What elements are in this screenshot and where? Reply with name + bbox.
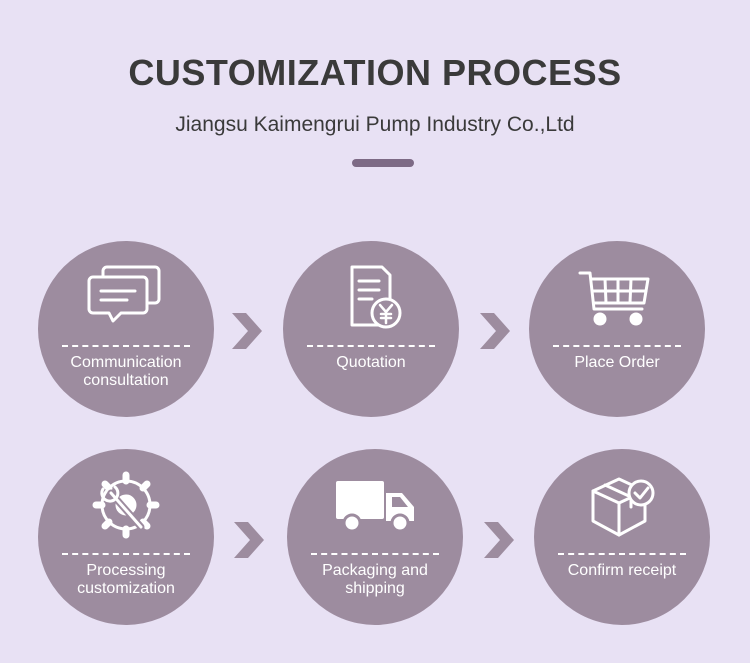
shopping-cart-icon	[572, 263, 662, 335]
step-label: Packaging and shipping	[322, 562, 428, 597]
chat-bubbles-icon	[81, 263, 171, 335]
chevron-right-icon	[478, 311, 512, 351]
company-name: Jiangsu Kaimengrui Pump Industry Co.,Ltd	[175, 113, 575, 136]
delivery-truck-icon	[330, 471, 420, 543]
step-divider	[62, 345, 190, 347]
gear-wrench-icon	[81, 471, 171, 543]
step-place-order: Place Order	[529, 241, 705, 417]
step-label: Communication consultation	[70, 354, 182, 389]
chevron-right-icon	[482, 520, 516, 560]
step-label: Processing customization	[77, 562, 175, 597]
box-check-icon	[577, 471, 667, 543]
step-processing-customization: Processing customization	[38, 449, 214, 625]
step-divider	[311, 553, 439, 555]
step-divider	[553, 345, 681, 347]
chevron-right-icon	[232, 520, 266, 560]
chevron-right-icon	[230, 311, 264, 351]
step-divider	[62, 553, 190, 555]
invoice-yen-icon	[326, 263, 416, 335]
step-label: Quotation	[336, 354, 406, 371]
step-communication-consultation: Communication consultation	[38, 241, 214, 417]
step-label: Place Order	[574, 354, 660, 371]
title-divider	[352, 159, 414, 167]
step-divider	[307, 345, 435, 347]
page-title: CUSTOMIZATION PROCESS	[128, 52, 622, 93]
step-packaging-shipping: Packaging and shipping	[287, 449, 463, 625]
step-confirm-receipt: Confirm receipt	[534, 449, 710, 625]
step-label: Confirm receipt	[567, 562, 677, 579]
step-divider	[558, 553, 686, 555]
step-quotation: Quotation	[283, 241, 459, 417]
